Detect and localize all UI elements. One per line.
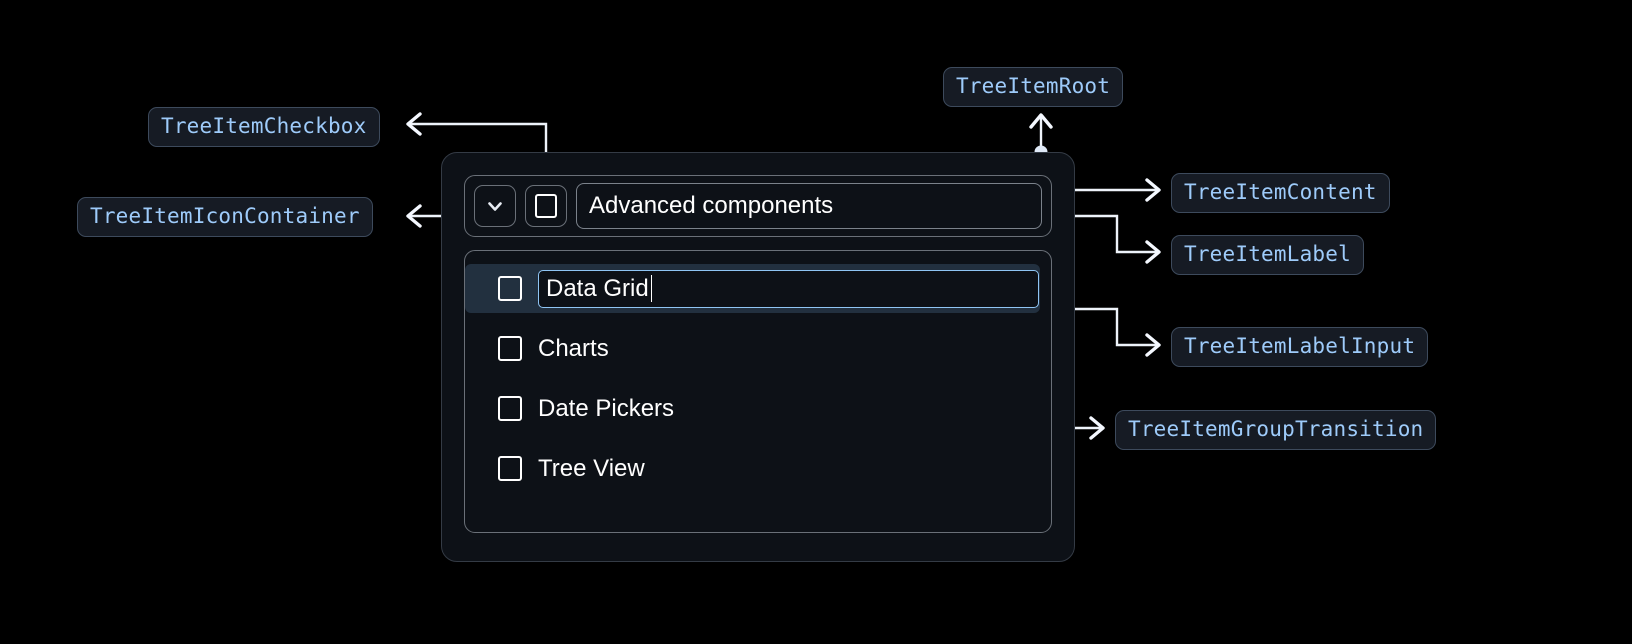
arrowhead-label-input: [1145, 333, 1161, 357]
arrowhead-content: [1145, 178, 1161, 202]
tree-item-child-row[interactable]: Data Grid: [465, 264, 1040, 313]
checkbox-box-icon: [535, 194, 557, 218]
annotation-chip-tree-item-label: TreeItemLabel: [1171, 235, 1364, 275]
tree-item-group-transition: Data Grid Charts Date Pickers Tree View: [464, 250, 1052, 533]
annotation-chip-label: TreeItemIconContainer: [90, 204, 360, 228]
tree-item-checkbox[interactable]: [498, 456, 522, 481]
arrowhead-group-transition: [1089, 416, 1105, 440]
text-caret: [650, 275, 653, 302]
tree-item-child-row[interactable]: Tree View: [465, 444, 1051, 493]
annotation-chip-label: TreeItemContent: [1184, 180, 1377, 204]
tree-item-content[interactable]: Advanced components: [464, 175, 1052, 237]
tree-item-label: Tree View: [538, 454, 645, 482]
annotation-chip-tree-item-label-input: TreeItemLabelInput: [1171, 327, 1429, 367]
tree-item-child-row[interactable]: Charts: [465, 324, 1051, 373]
arrowhead-checkbox: [406, 112, 422, 136]
annotation-chip-label: TreeItemCheckbox: [161, 114, 367, 138]
arrowhead-label: [1145, 240, 1161, 264]
annotation-chip-label: TreeItemGroupTransition: [1128, 417, 1424, 441]
tree-item-checkbox[interactable]: [498, 276, 522, 301]
arrowhead-root: [1029, 113, 1053, 129]
annotation-chip-tree-item-group-transition: TreeItemGroupTransition: [1115, 410, 1437, 450]
annotation-chip-tree-item-content: TreeItemContent: [1171, 173, 1390, 213]
tree-item-checkbox[interactable]: [498, 336, 522, 361]
tree-item-icon-container[interactable]: [474, 185, 516, 227]
tree-item-label: Date Pickers: [538, 394, 675, 422]
tree-item-label: Charts: [538, 334, 609, 362]
annotation-chip-label: TreeItemLabel: [1184, 242, 1351, 266]
tree-item-label: Advanced components: [576, 183, 1042, 229]
chevron-down-icon: [483, 194, 507, 218]
annotation-chip-label: TreeItemRoot: [956, 74, 1111, 98]
tree-item-checkbox[interactable]: [525, 185, 567, 227]
annotation-chip-tree-item-root: TreeItemRoot: [943, 67, 1124, 107]
arrowhead-icon-container: [406, 204, 422, 228]
tree-item-checkbox[interactable]: [498, 396, 522, 421]
tree-item-root[interactable]: Advanced components Data Grid Charts Dat…: [441, 152, 1075, 562]
tree-item-child-row[interactable]: Date Pickers: [465, 384, 1051, 433]
annotation-chip-label: TreeItemLabelInput: [1184, 334, 1416, 358]
tree-item-label-text: Advanced components: [589, 192, 834, 219]
tree-item-label-input-value: Data Grid: [546, 274, 649, 302]
annotation-chip-tree-item-checkbox: TreeItemCheckbox: [148, 107, 380, 147]
annotation-chip-tree-item-icon-container: TreeItemIconContainer: [77, 197, 373, 237]
tree-item-label-input[interactable]: Data Grid: [538, 269, 1039, 308]
